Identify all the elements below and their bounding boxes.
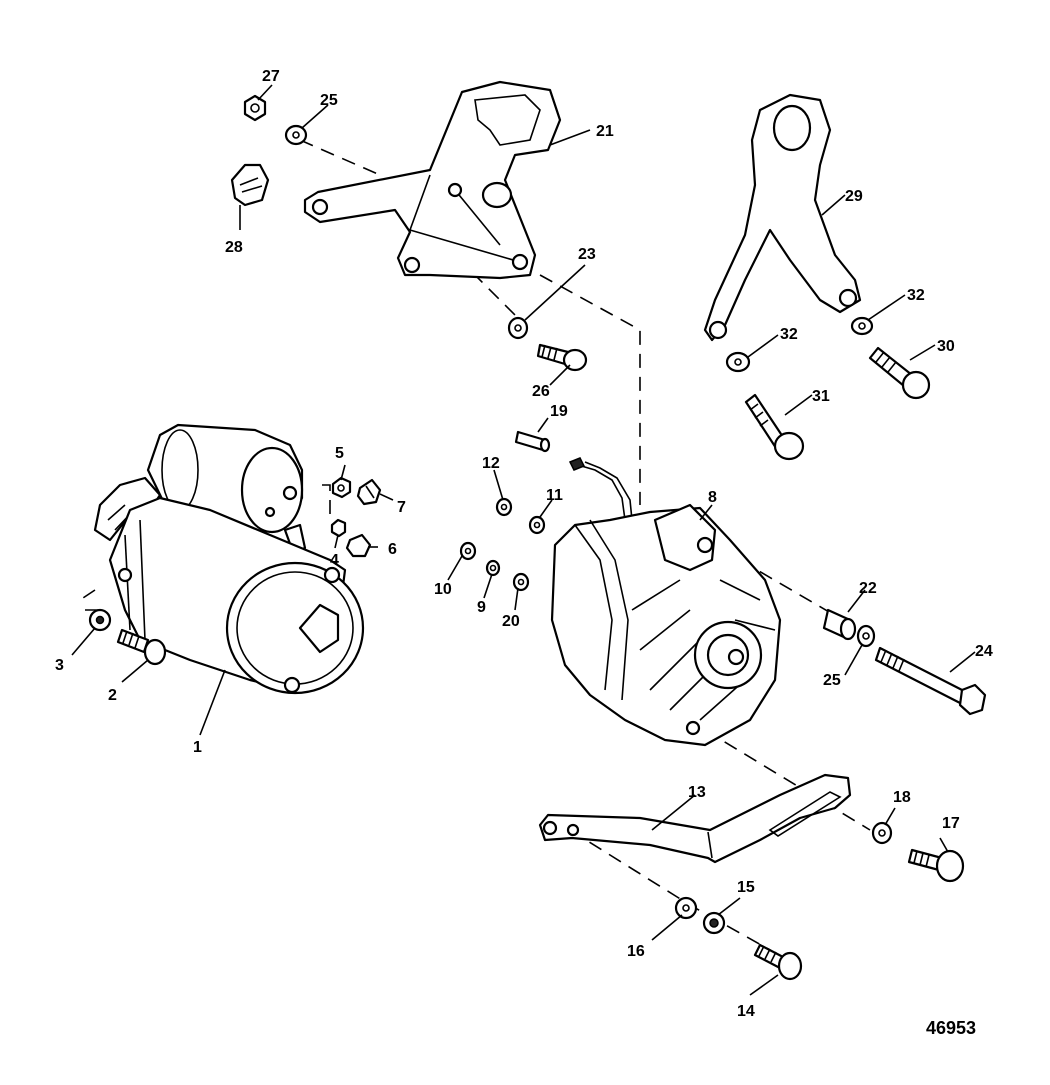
washer-32-right (850, 316, 874, 336)
callout-19: 19 (550, 403, 568, 420)
clip-28 (230, 163, 270, 207)
callout-13: 13 (688, 784, 706, 801)
bolt-2 (116, 628, 167, 666)
spacer-22 (822, 608, 857, 641)
callout-31: 31 (812, 388, 830, 405)
nut-4 (330, 518, 347, 538)
washer-3 (88, 608, 112, 632)
starter-motor (93, 423, 365, 695)
callout-6: 6 (388, 541, 397, 558)
washer-25-right (856, 624, 876, 648)
callout-27: 27 (262, 68, 280, 85)
callout-1: 1 (193, 739, 202, 756)
callout-10: 10 (434, 581, 452, 598)
callout-24: 24 (975, 643, 993, 660)
sleeve-19 (514, 430, 551, 453)
callout-15: 15 (737, 879, 755, 896)
callout-3: 3 (55, 657, 64, 674)
nut-5 (331, 476, 352, 499)
callout-12: 12 (482, 455, 500, 472)
callout-22: 22 (859, 580, 877, 597)
rear-bracket (703, 93, 862, 342)
nut-12 (495, 497, 513, 517)
callout-20: 20 (502, 613, 520, 630)
callout-4: 4 (330, 552, 339, 569)
washer-32-left (725, 351, 751, 373)
boot-6 (345, 533, 372, 558)
upper-mounting-bracket (303, 80, 562, 280)
callout-32-right: 32 (907, 287, 925, 304)
leader-lines (71, 84, 976, 996)
callout-14: 14 (737, 1003, 755, 1020)
nut-27 (243, 94, 267, 122)
callout-25-top: 25 (320, 92, 338, 109)
callout-9: 9 (477, 599, 486, 616)
callout-29: 29 (845, 188, 863, 205)
washer-20 (512, 572, 530, 592)
callout-25-right: 25 (823, 672, 841, 689)
callout-17: 17 (942, 815, 960, 832)
callout-32-left: 32 (780, 326, 798, 343)
callout-5: 5 (335, 445, 344, 462)
callout-26: 26 (532, 383, 550, 400)
callout-30: 30 (937, 338, 955, 355)
bolt-17 (907, 848, 965, 883)
nut-10 (459, 541, 477, 561)
callout-11: 11 (546, 487, 563, 504)
washer-9 (485, 559, 501, 577)
washer-18 (871, 821, 893, 845)
terminal-7 (356, 478, 382, 506)
bolt-24 (874, 646, 987, 716)
callout-7: 7 (397, 499, 406, 516)
bolt-31 (744, 393, 805, 461)
bolt-30 (868, 346, 931, 400)
callout-21: 21 (596, 123, 614, 140)
bolt-26 (536, 343, 588, 372)
callout-16: 16 (627, 943, 645, 960)
callout-23: 23 (578, 246, 596, 263)
adjusting-brace (538, 773, 852, 864)
callout-8: 8 (708, 489, 717, 506)
alternator (550, 457, 782, 747)
lock-nut-15 (702, 911, 726, 935)
washer-25-top (284, 124, 308, 146)
callout-28: 28 (225, 239, 243, 256)
callout-labels: 1 2 3 4 5 6 7 8 9 10 11 12 13 14 15 16 1… (55, 68, 993, 1020)
callout-18: 18 (893, 789, 911, 806)
washer-11 (528, 515, 546, 535)
washer-16 (674, 896, 698, 920)
callout-2: 2 (108, 687, 117, 704)
figure-number: 46953 (926, 1018, 976, 1038)
lock-washer-23 (507, 316, 529, 340)
bolt-14 (753, 943, 803, 981)
